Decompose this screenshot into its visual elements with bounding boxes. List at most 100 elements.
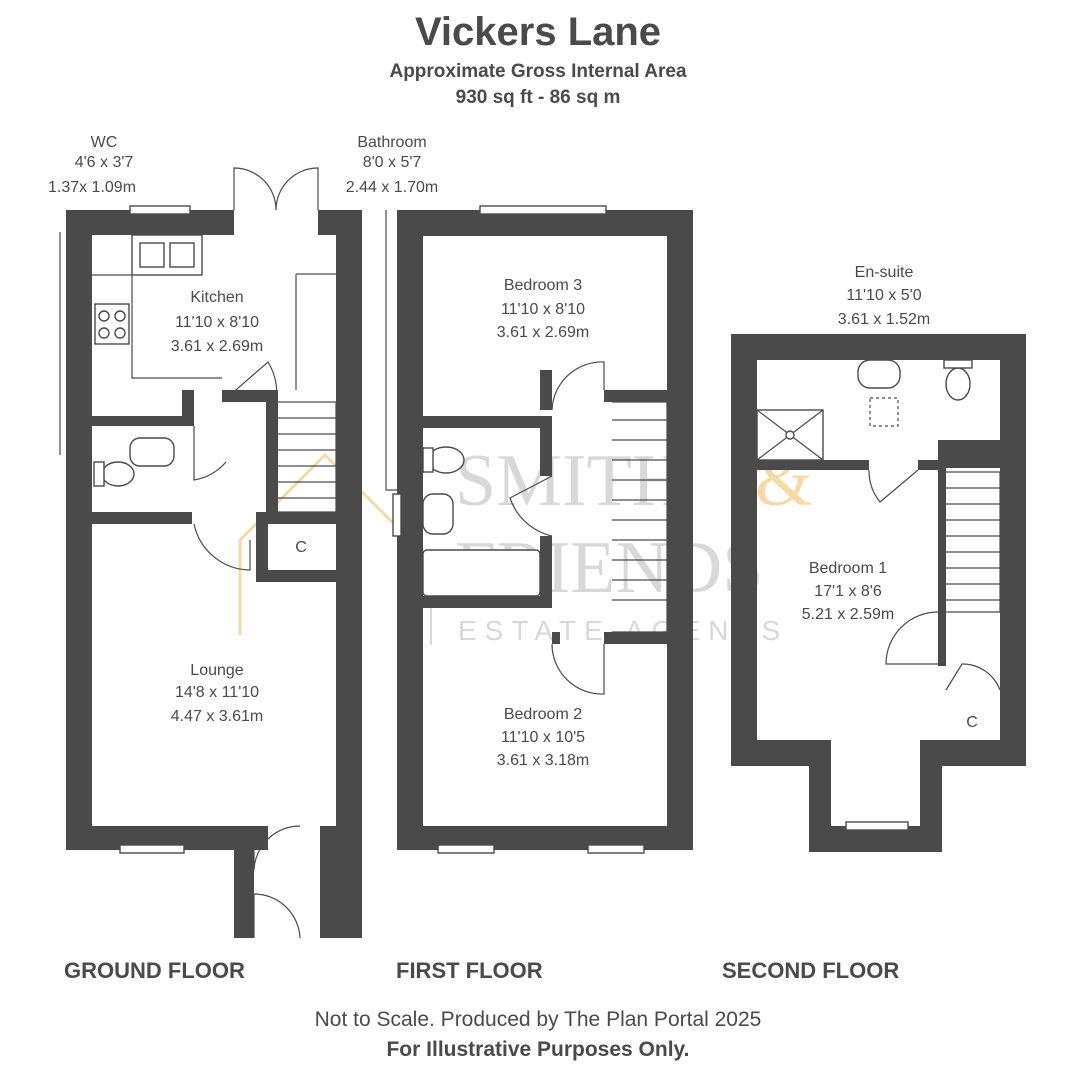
wall [182,390,194,426]
window [437,844,495,854]
window [129,205,191,215]
bathroom-metric: 2.44 x 1.70m [346,179,439,196]
wall [320,826,362,938]
cupboard-ground-label: C [295,539,307,556]
cupboard [946,690,1000,698]
wall [256,512,268,582]
ensuite-door[interactable] [868,469,919,503]
disclaimer-line1: Not to Scale. Produced by The Plan Porta… [314,1008,762,1031]
bedroom2-door[interactable] [551,643,605,695]
wall [604,390,667,402]
front-door[interactable] [253,825,301,871]
wall [540,536,552,608]
guide-line [385,210,397,491]
wall [731,334,757,752]
kitchen-metric: 3.61 x 2.69m [171,338,264,355]
disclaimer-line2: For Illustrative Purposes Only. [386,1038,690,1061]
cupboard-door[interactable] [945,663,1001,691]
basin-icon [422,493,454,535]
room-labels: WC 4'6 x 3'7 1.37x 1.09m Bathroom 8'0 x … [48,134,978,769]
lounge-door[interactable] [193,523,251,571]
ensuite-imperial: 11'10 x 5'0 [846,287,921,304]
bedroom3-imperial: 11'10 x 8'10 [501,301,585,318]
porch-door[interactable] [253,893,301,939]
hob-ring [98,327,110,339]
wall [604,632,667,644]
first-floor-plan [385,205,693,854]
bathroom-imperial: 8'0 x 5'7 [363,154,422,171]
lounge-imperial: 14'8 x 11'10 [175,684,259,701]
lounge-name: Lounge [190,662,243,679]
toilet-cistern [422,447,434,473]
bedroom2-imperial: 11'10 x 10'5 [501,729,585,746]
sink-bowl [139,242,165,268]
wall [540,416,552,476]
bedroom1-door[interactable] [885,611,939,665]
second-floor-plan [731,334,1026,852]
wc-door[interactable] [193,426,227,481]
window [845,821,909,831]
first-floor-label: FIRST FLOOR [396,958,543,983]
second-floor-label: SECOND FLOOR [722,958,900,983]
ground-floor-label: GROUND FLOOR [64,958,245,983]
window [587,844,645,854]
french-door[interactable] [233,167,319,211]
bedroom3-door[interactable] [551,361,605,411]
window [392,493,402,537]
wall [92,416,192,426]
bedroom1-metric: 5.21 x 2.59m [802,606,895,623]
kitchen-door[interactable] [221,361,278,403]
wall [222,390,278,402]
kitchen-name: Kitchen [190,289,243,306]
bedroom3-name: Bedroom 3 [504,277,582,294]
toilet-cistern [943,359,973,369]
toilet-cistern [93,461,105,487]
kitchen-imperial: 11'10 x 8'10 [175,314,259,331]
wall [266,390,278,520]
ensuite-metric: 3.61 x 1.52m [838,311,931,328]
window [479,205,607,215]
wall [234,826,254,938]
wall [423,416,540,428]
sink-bowl [169,242,195,268]
hob-ring [114,327,126,339]
toilet-icon [101,461,135,487]
bathroom-door[interactable] [509,475,553,537]
staircase-icon [278,401,337,513]
wall [256,570,336,582]
wall [809,740,831,852]
wc-metric: 1.37x 1.09m [48,179,136,196]
shower-drain [785,430,795,440]
staircase-icon [946,471,1001,613]
hob-ring [114,310,126,322]
basin-icon [129,437,175,467]
fridge-unit [295,273,336,390]
wall [256,512,336,524]
wall [66,210,92,850]
worktop [92,274,222,379]
watermark: SMITH & FRIENDS ESTATE AGENTS [238,440,813,646]
wall [1000,334,1026,766]
wall [918,460,938,470]
bedroom2-metric: 3.61 x 3.18m [497,752,590,769]
watermark-line1: SMITH [455,440,685,522]
window [119,844,185,854]
wall [731,334,1026,360]
wall [540,370,552,410]
bath-icon [422,549,541,597]
wall [336,210,362,938]
loft-hatch [869,397,899,427]
ensuite-name: En-suite [855,264,914,281]
wall [920,740,942,852]
watermark-divider [430,605,432,645]
hob-ring [98,310,110,322]
wall [667,210,693,850]
wc-name: WC [91,134,118,151]
wc-imperial: 4'6 x 3'7 [75,154,134,171]
area-value: 930 sq ft - 86 sq m [455,87,621,108]
cupboard-second-label: C [966,714,978,731]
wall [552,632,560,644]
bedroom1-name: Bedroom 1 [809,560,887,577]
toilet-icon [945,367,971,401]
